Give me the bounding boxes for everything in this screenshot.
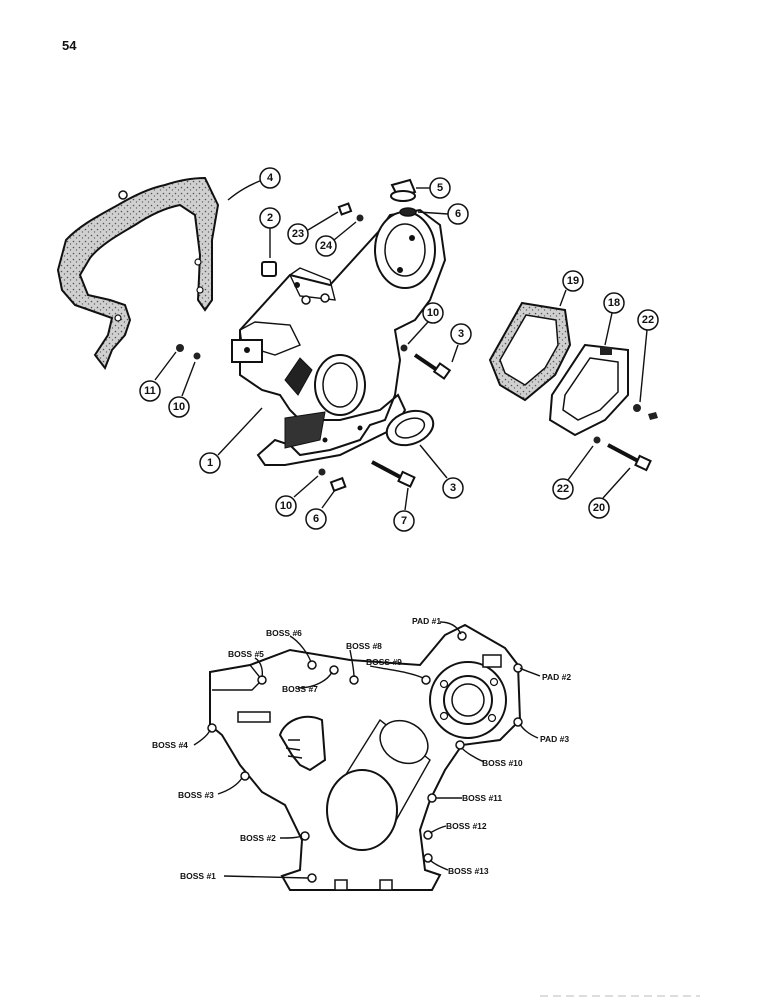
callout-7: 6 [305, 489, 336, 530]
label-pad-2: PAD #2 [542, 672, 571, 682]
cover-plate-gasket [488, 301, 572, 402]
label-boss-6: BOSS #6 [266, 628, 302, 638]
svg-text:5: 5 [437, 182, 443, 194]
label-boss-8: BOSS #8 [346, 641, 382, 651]
svg-text:18: 18 [608, 297, 620, 309]
label-boss-9: BOSS #9 [366, 657, 402, 667]
callout-23: 23 [287, 211, 339, 245]
callout-4: 4 [227, 167, 281, 201]
washer-24 [356, 214, 364, 222]
callout-22-upper: 22 [637, 309, 659, 403]
label-boss-4: BOSS #4 [152, 740, 188, 750]
label-boss-10: BOSS #10 [482, 758, 523, 768]
label-boss-13: BOSS #13 [448, 866, 489, 876]
label-boss-2: BOSS #2 [240, 833, 276, 843]
washer-10-bottom [318, 468, 326, 476]
washer-11 [176, 344, 184, 352]
callout-11: 11 [139, 351, 177, 402]
callout-5: 5 [416, 177, 451, 199]
svg-text:10: 10 [427, 307, 439, 319]
svg-text:6: 6 [455, 208, 461, 220]
bolt-9 [371, 460, 416, 488]
svg-text:4: 4 [267, 172, 274, 184]
label-pad-1: PAD #1 [412, 616, 441, 626]
callout-2: 2 [259, 207, 281, 258]
page-number: 54 [62, 38, 77, 53]
svg-text:22: 22 [642, 314, 654, 326]
svg-text:22: 22 [557, 483, 569, 495]
label-boss-7: BOSS #7 [282, 684, 318, 694]
svg-text:10: 10 [173, 401, 185, 413]
label-boss-5: BOSS #5 [228, 649, 264, 659]
washer-22-lower [593, 436, 601, 444]
exploded-view: 4 5 6 2 23 24 19 [56, 167, 659, 532]
svg-text:3: 3 [450, 482, 456, 494]
svg-text:11: 11 [144, 385, 156, 397]
label-pad-3: PAD #3 [540, 734, 569, 744]
svg-text:2: 2 [267, 212, 273, 224]
svg-text:6: 6 [313, 513, 319, 525]
callout-1: 1 [199, 407, 263, 474]
callout-24: 24 [315, 221, 357, 257]
bolt-7 [329, 476, 347, 493]
callout-3: 3 [419, 444, 464, 499]
front-oil-seal [385, 409, 435, 447]
svg-text:19: 19 [567, 275, 579, 287]
callout-10-left: 10 [168, 361, 196, 418]
callout-10-right: 10 [407, 302, 444, 345]
svg-text:7: 7 [401, 515, 407, 527]
svg-text:20: 20 [593, 502, 605, 514]
washer-22-upper [633, 404, 641, 412]
washer-10-left [193, 352, 201, 360]
svg-text:23: 23 [292, 228, 304, 240]
timing-cover-housing [231, 208, 447, 466]
bolt-23 [337, 202, 353, 216]
dowel-pin [261, 261, 277, 277]
callout-20: 20 [588, 467, 631, 519]
svg-text:24: 24 [320, 240, 333, 252]
label-boss-12: BOSS #12 [446, 821, 487, 831]
callout-18: 18 [603, 292, 625, 346]
bolt-8 [413, 353, 452, 380]
label-boss-11: BOSS #11 [462, 793, 502, 803]
assembled-view: PAD #1 PAD #2 PAD #3 BOSS #1 BOSS #2 BOS… [152, 616, 571, 891]
svg-text:10: 10 [280, 500, 292, 512]
callout-6: 6 [417, 203, 469, 225]
bolt-20 [607, 443, 652, 472]
cover-plate [548, 343, 629, 437]
callout-19: 19 [559, 270, 584, 307]
plug-o-ring [399, 207, 417, 217]
label-boss-3: BOSS #3 [178, 790, 214, 800]
washer-10-right [400, 344, 408, 352]
callout-8: 3 [450, 323, 472, 363]
svg-text:1: 1 [207, 457, 213, 469]
label-boss-1: BOSS #1 [180, 871, 216, 881]
nut-right [648, 412, 658, 420]
boss-leader-lines [193, 621, 541, 879]
oil-filler-plug [390, 178, 417, 202]
callout-10-bottom: 10 [275, 475, 319, 517]
callout-9: 7 [393, 487, 415, 532]
callout-22-lower: 22 [552, 445, 594, 500]
svg-text:3: 3 [458, 328, 464, 340]
front-cover-gasket [56, 176, 220, 371]
